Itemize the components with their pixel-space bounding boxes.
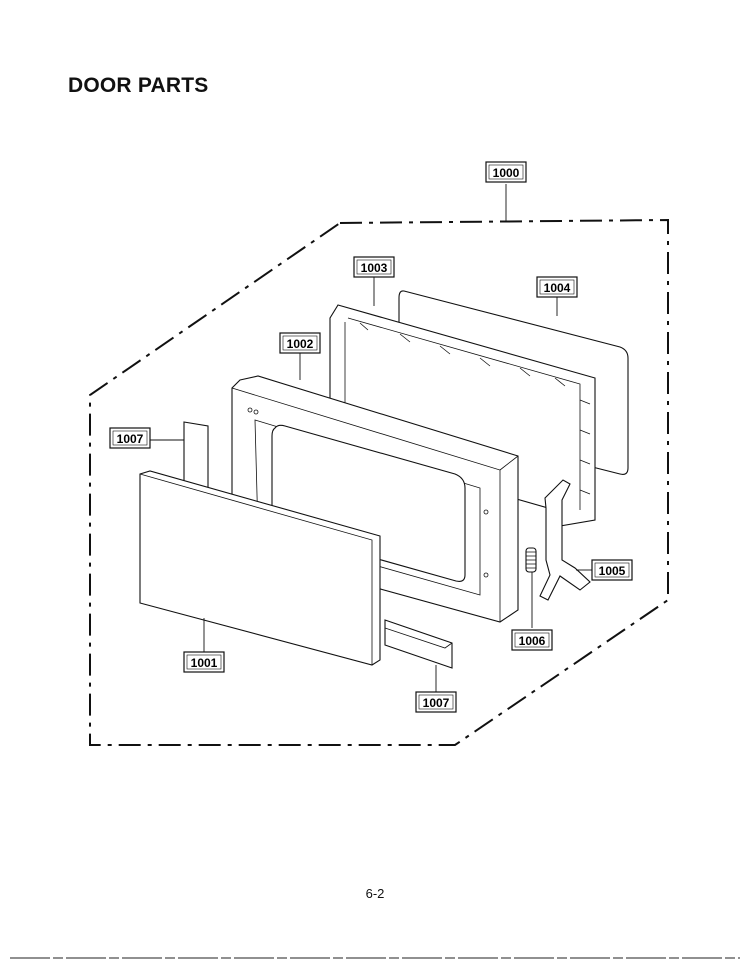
svg-text:1007: 1007	[117, 432, 144, 446]
choke-frame-part	[329, 304, 596, 527]
svg-text:1006: 1006	[519, 634, 546, 648]
hinge-cover-bottom-part	[384, 619, 453, 669]
callout-1001: 1001	[183, 651, 225, 673]
svg-text:1005: 1005	[599, 564, 626, 578]
svg-text:1000: 1000	[493, 166, 520, 180]
assembly-boundary	[89, 218, 669, 746]
callout-1005: 1005	[591, 559, 633, 581]
svg-text:1001: 1001	[191, 656, 218, 670]
page-title: DOOR PARTS	[68, 74, 209, 97]
callout-1003: 1003	[353, 256, 395, 278]
door-panel-part	[139, 470, 381, 666]
spring-part	[525, 547, 537, 573]
latch-part	[539, 479, 591, 601]
callout-1004: 1004	[536, 276, 578, 298]
svg-text:1002: 1002	[287, 337, 314, 351]
svg-text:1004: 1004	[544, 281, 571, 295]
callout-1000: 1000	[485, 161, 527, 183]
callout-1006: 1006	[511, 629, 553, 651]
callout-1007-bottom: 1007	[415, 691, 457, 713]
svg-text:1007: 1007	[423, 696, 450, 710]
callout-1002: 1002	[279, 332, 321, 354]
callout-1007-top: 1007	[109, 427, 151, 449]
page-number: 6-2	[365, 886, 385, 901]
svg-text:1003: 1003	[361, 261, 388, 275]
